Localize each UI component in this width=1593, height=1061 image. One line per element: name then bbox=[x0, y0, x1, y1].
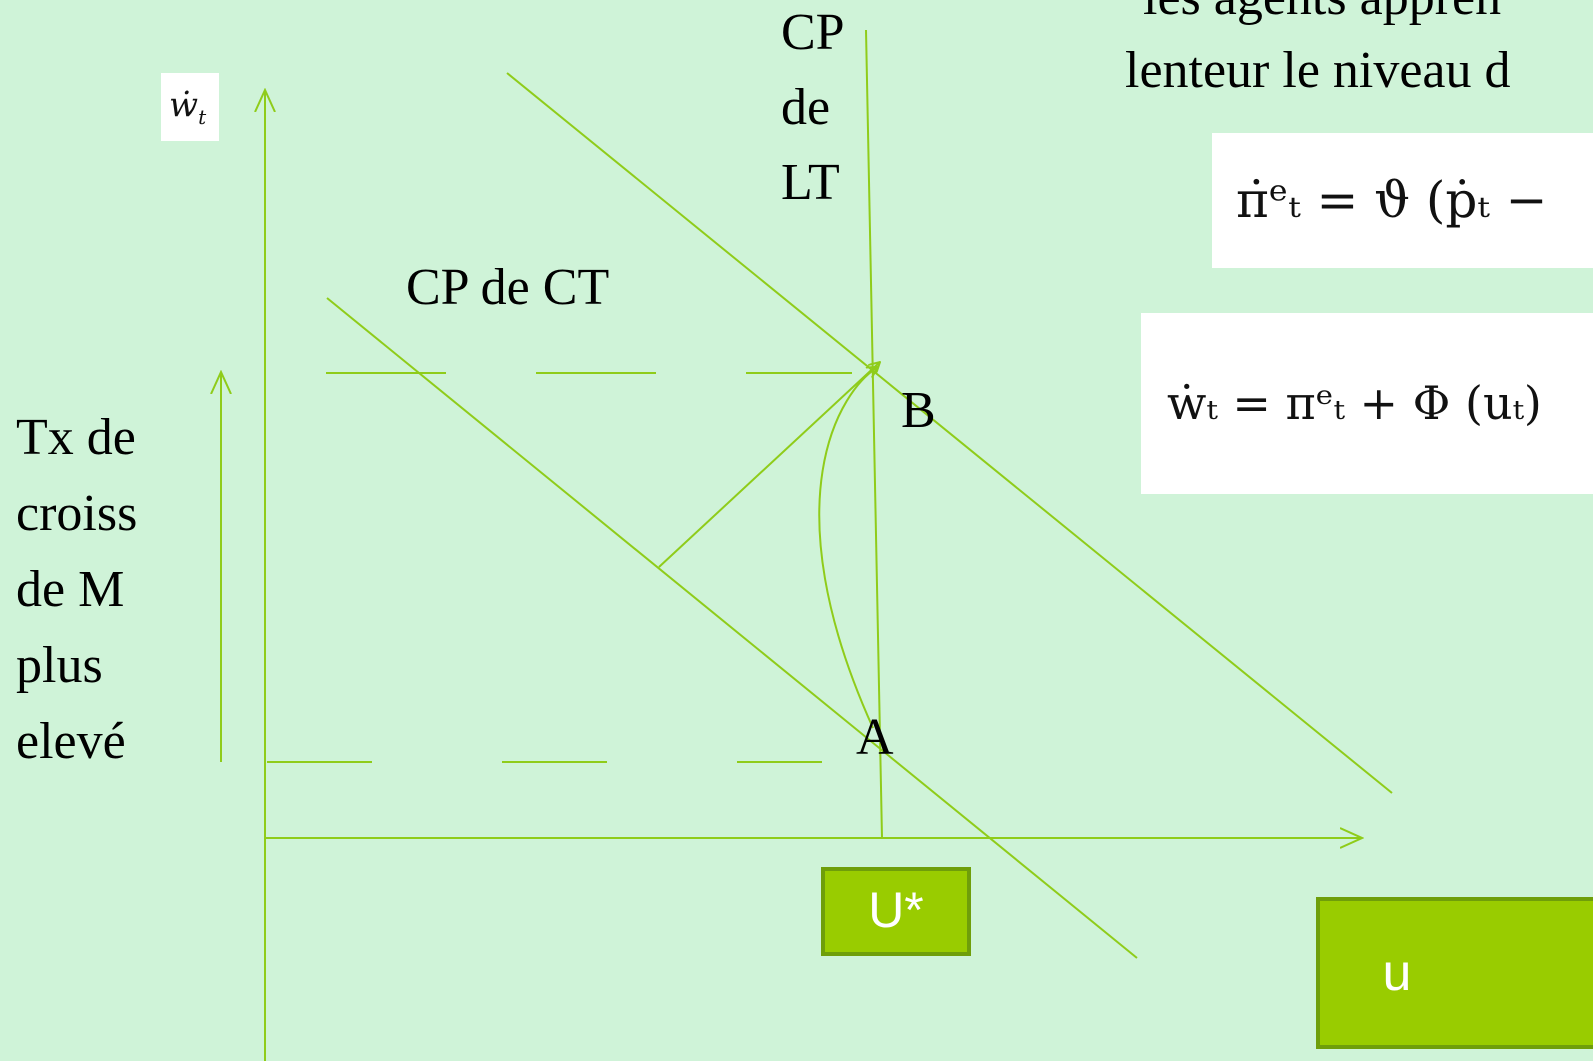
cp-ct-label: CP de CT bbox=[406, 259, 610, 316]
side-label-line4: plus bbox=[16, 637, 103, 694]
side-label-line2: croiss bbox=[16, 485, 138, 542]
top-text-line2: lenteur le niveau d bbox=[1125, 42, 1511, 99]
shift-arrow bbox=[658, 362, 880, 568]
cp-ct-line-upper bbox=[506, 72, 1393, 794]
side-label-line5: elevé bbox=[16, 713, 126, 770]
adjustment-path bbox=[818, 367, 878, 729]
u-box: u bbox=[1316, 897, 1593, 1049]
equation-expected-inflation: π̇ᵉₜ = ϑ (ṗₜ − bbox=[1212, 133, 1593, 268]
u-star-box: U* bbox=[821, 867, 971, 956]
point-b-label: B bbox=[901, 382, 936, 439]
top-text-line1: les agents appren bbox=[1143, 0, 1501, 35]
cp-ct-line-lower bbox=[326, 297, 1138, 959]
y-axis-subscript: t bbox=[198, 104, 207, 129]
cp-lt-label-line3: LT bbox=[781, 154, 840, 211]
side-label-line3: de M bbox=[16, 561, 125, 618]
cp-lt-label-line1: CP bbox=[781, 4, 845, 61]
y-axis-label: ẇt bbox=[161, 73, 219, 141]
cp-lt-line bbox=[865, 29, 883, 839]
cp-lt-label-line2: de bbox=[781, 79, 831, 136]
equation-wage-growth: ẇₜ = πᵉₜ + Φ (uₜ) bbox=[1141, 313, 1593, 494]
y-axis-symbol: ẇ bbox=[169, 85, 199, 125]
point-a-label: A bbox=[856, 709, 894, 766]
side-label-line1: Tx de bbox=[16, 409, 136, 466]
